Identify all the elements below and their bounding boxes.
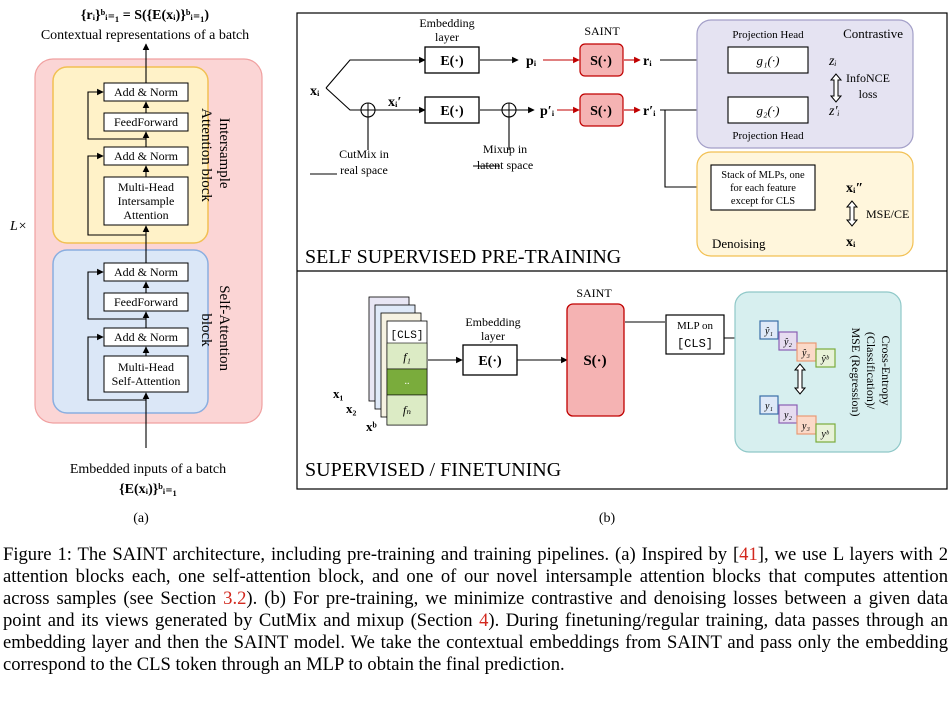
feature-fn: fₙ xyxy=(403,403,411,417)
svg-text:ŷ₁: ŷ₁ xyxy=(764,326,773,337)
svg-text:ŷ₃: ŷ₃ xyxy=(801,348,810,359)
cls-token: [CLS] xyxy=(390,330,423,342)
svg-text:E(·): E(·) xyxy=(478,354,502,369)
finetuning-title: SUPERVISED / FINETUNING xyxy=(305,459,561,481)
pretraining-section: SELF SUPERVISED PRE-TRAINING xᵢ xyxy=(305,16,914,268)
output-formula: {rᵢ}ᵇᵢ₌₁ = S({E(xᵢ)}ᵇᵢ₌₁) xyxy=(81,8,210,23)
svg-text:g₁(·): g₁(·) xyxy=(757,53,780,68)
saint-box-1 xyxy=(579,43,624,77)
svg-text:Add & Norm: Add & Norm xyxy=(114,85,179,99)
svg-text:ŷ₂: ŷ₂ xyxy=(783,337,792,348)
svg-text:Projection Head: Projection Head xyxy=(732,29,804,41)
z-i: zᵢ xyxy=(828,54,837,69)
feature-dots: .. xyxy=(405,376,410,387)
x-i-input: xᵢ xyxy=(310,84,320,99)
svg-text:ŷᵇ: ŷᵇ xyxy=(820,354,829,365)
mlp-on-cls-box xyxy=(665,314,725,355)
svg-text:y₂: y₂ xyxy=(783,410,792,421)
section-3-2-link[interactable]: 3.2 xyxy=(223,588,247,609)
svg-text:S(·): S(·) xyxy=(590,54,612,69)
predicted-labels xyxy=(759,320,836,368)
mixup-plus-icon xyxy=(501,102,517,118)
saint-label-pretrain: SAINT xyxy=(584,24,620,38)
svg-text:Add & Norm: Add & Norm xyxy=(114,265,179,279)
svg-text:E(·): E(·) xyxy=(440,104,464,119)
panel-b-frame xyxy=(296,12,948,490)
svg-text:FeedForward: FeedForward xyxy=(114,115,178,129)
svg-text:Add & Norm: Add & Norm xyxy=(114,149,179,163)
svg-text:S(·): S(·) xyxy=(590,104,612,119)
z-i-prime: z′ᵢ xyxy=(828,104,840,119)
panel-a-sublabel: (a) xyxy=(133,511,149,526)
figure-caption: Figure 1: The SAINT architecture, includ… xyxy=(3,544,949,675)
self-attention-box xyxy=(103,355,189,393)
mlp-stack-box xyxy=(710,164,816,211)
finetune-loss-label: Cross-Entropy (Classification)/ MSE (Reg… xyxy=(849,328,893,417)
panel-b-sublabel: (b) xyxy=(599,511,616,526)
panel-a: {rᵢ}ᵇᵢ₌₁ = S({E(xᵢ)}ᵇᵢ₌₁) Contextual rep… xyxy=(9,8,263,526)
svg-text:MLP on: MLP on xyxy=(677,320,713,332)
p-i-prime: p′ᵢ xyxy=(540,104,555,119)
batch-xb: xᵇ xyxy=(366,419,377,434)
svg-text:E(·): E(·) xyxy=(440,54,464,69)
batch-feature-stack xyxy=(368,296,428,426)
double-arrow-icon-denoise xyxy=(845,200,859,227)
section-4-link[interactable]: 4 xyxy=(479,610,489,631)
citation-41-link[interactable]: 41 xyxy=(739,544,758,565)
finetune-embedding-box xyxy=(462,344,518,376)
svg-text:yᵇ: yᵇ xyxy=(820,429,829,440)
mse-ce-label: MSE/CE xyxy=(866,207,909,221)
svg-text:y₃: y₃ xyxy=(801,421,810,432)
embedding-box-1 xyxy=(424,46,480,74)
output-label: Contextual representations of a batch xyxy=(41,28,249,43)
x-i-output: xᵢ xyxy=(846,235,856,250)
denoising-title: Denoising xyxy=(712,236,766,251)
projection-head-g1 xyxy=(727,46,809,74)
double-arrow-icon-finetune xyxy=(793,363,807,395)
svg-text:Add & Norm: Add & Norm xyxy=(114,330,179,344)
finetune-saint-box xyxy=(566,303,625,417)
contrastive-title: Contrastive xyxy=(843,26,903,41)
intersample-attention-box xyxy=(103,176,189,226)
input-label: Embedded inputs of a batch xyxy=(70,462,226,477)
layer-repeat-label: L× xyxy=(9,219,27,234)
x-i-double-prime: xᵢ″ xyxy=(846,181,863,196)
finetuning-section: SUPERVISED / FINETUNING [CLS] f₁ .. fₙ x… xyxy=(305,286,902,481)
true-labels xyxy=(759,395,836,443)
cutmix-plus-icon xyxy=(360,102,376,118)
panel-b: SELF SUPERVISED PRE-TRAINING xᵢ xyxy=(296,12,948,526)
projection-head-g2 xyxy=(727,96,809,124)
saint-architecture-figure: {rᵢ}ᵇᵢ₌₁ = S({E(xᵢ)}ᵇᵢ₌₁) Contextual rep… xyxy=(9,8,948,526)
feature-f1: f₁ xyxy=(403,350,411,364)
saint-box-2 xyxy=(579,93,624,127)
double-arrow-icon xyxy=(829,73,843,103)
intersample-block-title: Intersample Attention block xyxy=(198,108,232,202)
saint-label-finetune: SAINT xyxy=(576,286,612,300)
embedding-box-2 xyxy=(424,96,480,124)
svg-text:Projection Head: Projection Head xyxy=(732,130,804,142)
x-i-prime: xᵢ′ xyxy=(388,95,401,110)
svg-text:S(·): S(·) xyxy=(583,353,606,369)
pretraining-title: SELF SUPERVISED PRE-TRAINING xyxy=(305,246,621,268)
svg-text:g₂(·): g₂(·) xyxy=(757,103,780,118)
self-block-title: Self-Attention block xyxy=(198,285,232,375)
svg-text:FeedForward: FeedForward xyxy=(114,295,178,309)
r-i: rᵢ xyxy=(643,54,652,69)
input-formula: {E(xᵢ)}ᵇᵢ₌₁ xyxy=(119,482,177,497)
svg-text:[CLS]: [CLS] xyxy=(677,337,713,351)
p-i: pᵢ xyxy=(526,54,537,69)
batch-x2: x₂ xyxy=(346,401,357,416)
batch-x1: x₁ xyxy=(333,386,344,401)
r-i-prime: r′ᵢ xyxy=(643,104,656,119)
svg-text:y₁: y₁ xyxy=(764,401,773,412)
